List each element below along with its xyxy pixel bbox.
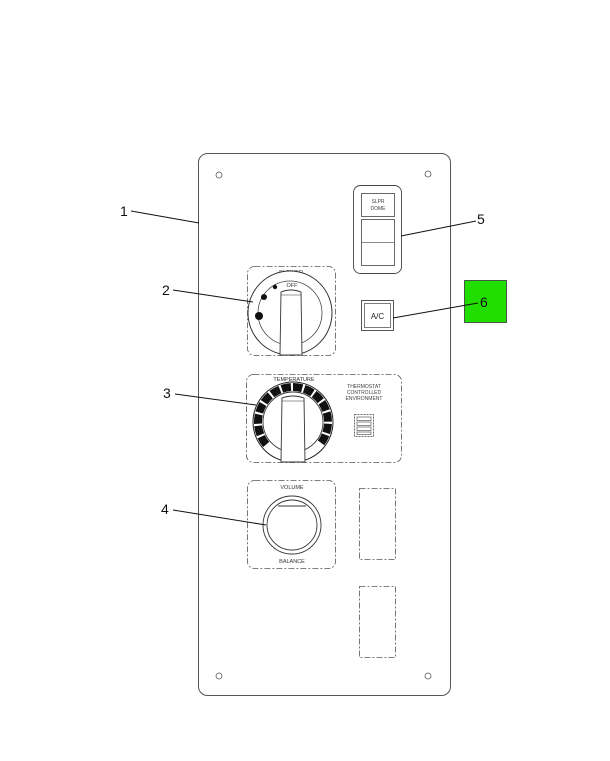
temperature-scale-segment [257, 434, 270, 448]
temperature-scale-segment [322, 411, 332, 422]
blower-switch[interactable]: BLOWER OFF [247, 266, 336, 356]
balance-label: BALANCE [279, 559, 305, 565]
temperature-label: TEMPERATURE [273, 377, 314, 383]
temperature-scale-segment [280, 383, 292, 393]
ac-switch[interactable]: A/C [361, 300, 394, 331]
temperature-scale-segment [255, 401, 267, 414]
callout-4: 4 [161, 501, 267, 526]
blower-knob-handle [279, 289, 303, 356]
callout-5: 5 [400, 211, 485, 237]
blower-speed-dot [255, 312, 263, 320]
sleeper-dome-line-1: SLPR [371, 199, 384, 205]
svg-text:6: 6 [480, 294, 488, 310]
temperature-scale-segment [260, 392, 273, 405]
blower-speed-dot [272, 284, 278, 290]
svg-text:3: 3 [163, 385, 171, 401]
blank-plate-upper [359, 488, 396, 560]
temperature-scale-segment [254, 425, 265, 437]
callout-6: 6 [392, 280, 507, 323]
mounting-hole-top-right [424, 170, 432, 178]
temperature-scale-segment [302, 385, 315, 397]
thermostat-sensor-icon [354, 414, 374, 437]
thermostat-line-2: CONTROLLED [347, 390, 382, 396]
mounting-hole-top-left [215, 171, 223, 179]
volume-balance-control[interactable]: VOLUME BALANCE [247, 480, 336, 569]
temperature-scale [253, 383, 332, 448]
temperature-knob-handle [280, 395, 306, 463]
temperature-scale-segment [293, 383, 304, 393]
blank-plate-lower [359, 586, 396, 658]
sleeper-dome-switch[interactable]: SLPR DOME [353, 185, 402, 274]
svg-text:1: 1 [120, 203, 128, 219]
callout-6-highlight [464, 280, 507, 323]
svg-text:5: 5 [477, 211, 485, 227]
sleeper-dome-line-2: DOME [371, 206, 387, 212]
blower-speed-dot [261, 294, 267, 300]
mounting-hole-bottom-right [424, 672, 432, 680]
temperature-scale-segment [322, 423, 332, 435]
ac-label: A/C [371, 312, 385, 321]
svg-text:2: 2 [162, 282, 170, 298]
temperature-control[interactable]: TEMPERATURE THERMOSTAT CONTROLLED ENVIRO… [246, 374, 402, 463]
temperature-scale-segment [318, 400, 330, 412]
thermostat-line-1: THERMOSTAT [347, 384, 381, 390]
mounting-hole-bottom-left [215, 672, 223, 680]
blower-off-label: OFF [287, 283, 299, 289]
svg-text:4: 4 [161, 501, 169, 517]
thermostat-line-3: ENVIRONMENT [346, 396, 383, 402]
temperature-scale-segment [253, 413, 263, 424]
callout-3: 3 [163, 385, 257, 406]
callout-1: 1 [120, 203, 200, 224]
temperature-scale-segment [269, 385, 282, 398]
temperature-scale-segment [317, 433, 330, 446]
volume-label: VOLUME [280, 485, 304, 491]
callout-2: 2 [162, 282, 254, 303]
temperature-scale-segment [311, 390, 324, 404]
